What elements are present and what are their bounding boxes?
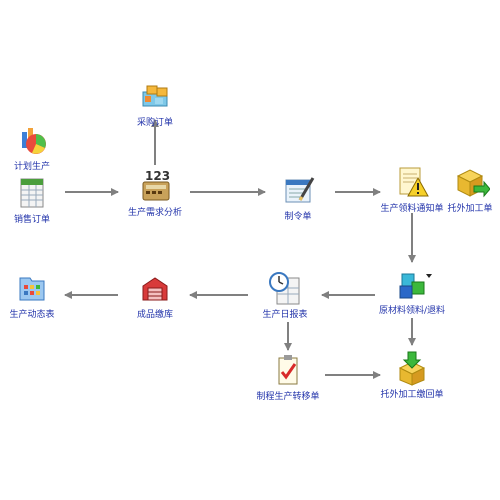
folder-grid-icon — [12, 270, 52, 306]
node-issue[interactable]: 生产领料通知单 — [372, 164, 452, 214]
node-sales-label: 销售订单 — [13, 215, 50, 225]
node-receipt[interactable]: 托外加工缴回单 — [372, 350, 452, 400]
node-order[interactable]: 制令单 — [258, 172, 338, 222]
node-purchase-label: 采购订单 — [136, 118, 173, 128]
warehouse-icon — [135, 270, 175, 306]
node-analysis[interactable]: 123 生产需求分析 — [115, 168, 195, 218]
node-purchase[interactable]: 采购订单 — [115, 78, 195, 128]
cubes-icon — [392, 266, 432, 302]
node-issue-label: 生产领料通知单 — [380, 204, 444, 214]
node-analysis-label: 生产需求分析 — [127, 208, 182, 218]
node-order-label: 制令单 — [284, 212, 312, 222]
node-receipt-label: 托外加工缴回单 — [380, 390, 444, 400]
warning-document-icon — [392, 164, 432, 200]
clock-sheet-icon — [265, 270, 305, 306]
blocks-icon — [135, 78, 175, 114]
node-outsource-label: 托外加工单 — [447, 204, 493, 214]
box-down-arrow-icon — [392, 350, 432, 386]
box-arrow-icon — [450, 164, 491, 200]
node-return[interactable]: 原材料领料/退料 — [372, 266, 452, 316]
node-daily[interactable]: 生产日报表 — [245, 270, 325, 320]
checklist-icon — [268, 352, 308, 388]
node-transfer-label: 制程生产转移单 — [256, 392, 320, 402]
calculator-123-icon: 123 — [135, 168, 175, 204]
node-daily-label: 生产日报表 — [262, 310, 308, 320]
document-pen-icon — [278, 172, 318, 208]
node-stock-label: 成品缴库 — [136, 310, 173, 320]
node-status[interactable]: 生产动态表 — [0, 270, 72, 320]
svg-text:123: 123 — [145, 169, 170, 183]
pie-chart-icon — [12, 122, 52, 158]
node-transfer[interactable]: 制程生产转移单 — [248, 352, 328, 402]
node-sales[interactable]: 销售订单 — [0, 175, 72, 225]
spreadsheet-icon — [12, 175, 52, 211]
node-status-label: 生产动态表 — [9, 310, 55, 320]
node-plan[interactable]: 计划生产 — [0, 122, 72, 172]
node-return-label: 原材料领料/退料 — [378, 306, 446, 316]
node-outsource[interactable]: 托外加工单 — [430, 164, 500, 214]
node-stock[interactable]: 成品缴库 — [115, 270, 195, 320]
node-plan-label: 计划生产 — [13, 162, 50, 172]
